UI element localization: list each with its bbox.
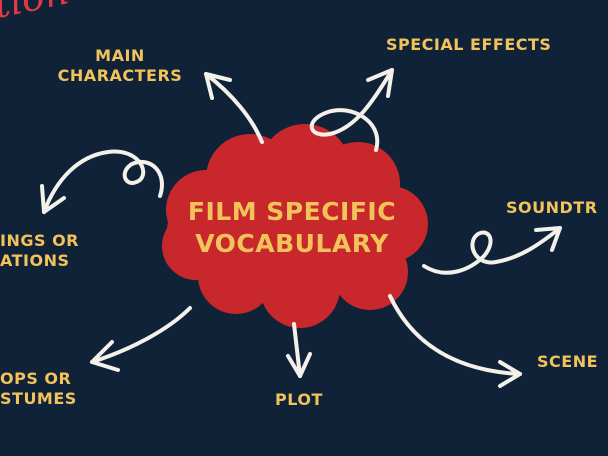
node-main-characters: MAIN CHARACTERS	[48, 46, 192, 86]
center-title: FILM SPECIFIC VOCABULARY	[160, 196, 424, 260]
arrow-scene	[388, 294, 522, 388]
center-title-line-1: FILM SPECIFIC	[187, 197, 397, 226]
center-title-line-2: VOCABULARY	[195, 229, 389, 258]
node-main-characters-line-1: MAIN	[95, 46, 145, 65]
node-special-effects: SPECIAL EFFECTS	[386, 35, 551, 55]
node-main-characters-line-2: CHARACTERS	[57, 66, 183, 85]
node-settings-locations-line-2: ATIONS	[0, 251, 70, 270]
node-settings-locations: INGS OR ATIONS	[0, 231, 79, 271]
node-plot: PLOT	[275, 390, 323, 410]
node-scene-line-1: SCENE	[537, 352, 599, 371]
node-soundtrack: SOUNDTR	[506, 198, 598, 218]
arrow-special-effects	[309, 68, 394, 152]
node-props-costumes-line-1: OPS OR	[0, 369, 72, 388]
arrow-soundtrack	[422, 226, 562, 275]
node-settings-locations-line-1: INGS OR	[0, 231, 79, 250]
arrow-main-characters	[204, 72, 264, 144]
arrow-props-costumes	[90, 306, 192, 372]
node-plot-line-1: PLOT	[275, 390, 323, 409]
node-props-costumes-line-2: STUMES	[0, 389, 77, 408]
node-scene: SCENE	[537, 352, 598, 372]
node-special-effects-line-1: SPECIAL EFFECTS	[386, 35, 552, 54]
node-soundtrack-line-1: SOUNDTR	[506, 198, 598, 217]
center-cloud	[162, 124, 428, 328]
arrow-plot	[286, 322, 312, 378]
arrow-settings-locations	[40, 149, 164, 214]
node-props-costumes: OPS OR STUMES	[0, 369, 77, 409]
